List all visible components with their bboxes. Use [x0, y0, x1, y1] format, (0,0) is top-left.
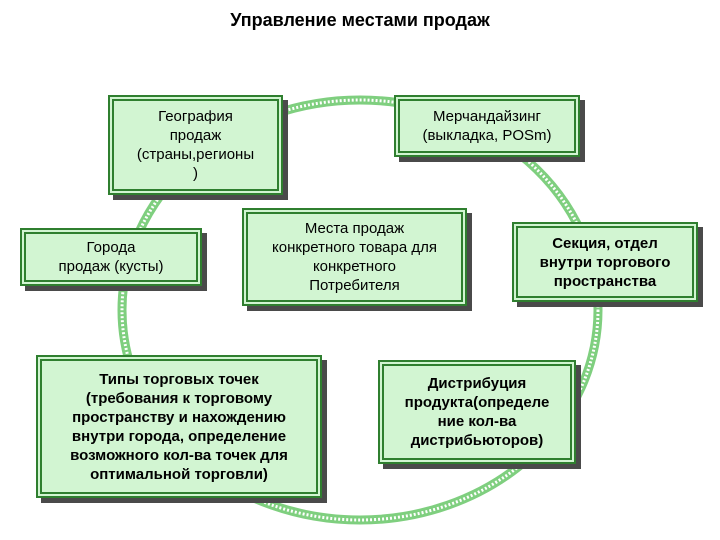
- node-cities: Города продаж (кусты): [20, 228, 202, 286]
- node-distribution: Дистрибуция продукта(определе ние кол-ва…: [378, 360, 576, 464]
- node-section: Секция, отдел внутри торгового пространс…: [512, 222, 698, 302]
- diagram-title: Управление местами продаж: [230, 10, 490, 30]
- node-merchandising: Мерчандайзинг (выкладка, POSm): [394, 95, 580, 157]
- node-outlet-types: Типы торговых точек (требования к торгов…: [36, 355, 322, 498]
- node-geography: География продаж (страны,регионы ): [108, 95, 283, 195]
- node-center: Места продаж конкретного товара для конк…: [242, 208, 467, 306]
